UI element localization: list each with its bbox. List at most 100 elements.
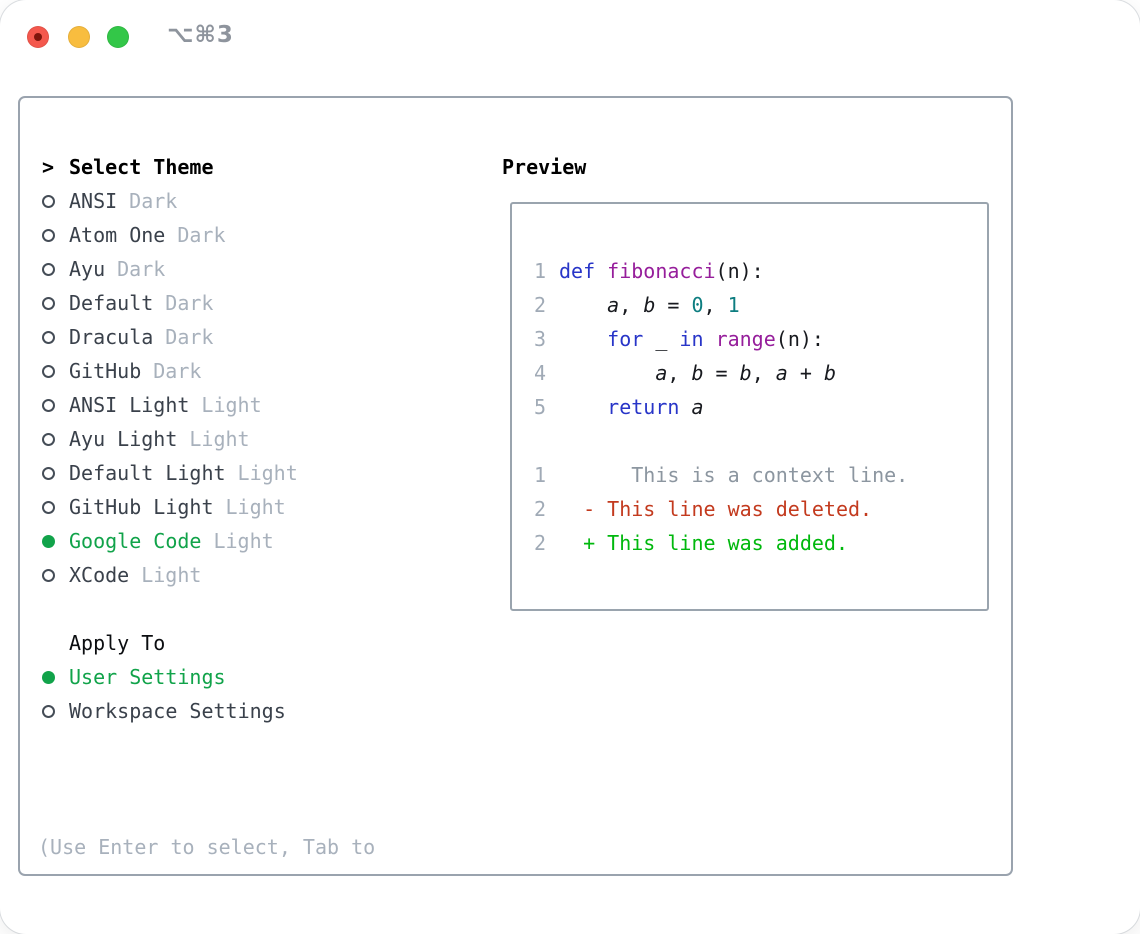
theme-variant: Light [141,563,202,587]
theme-option-xcode[interactable]: XCode Light [42,558,298,592]
code-token-va: a [691,395,704,419]
code-token-va: a [655,361,668,385]
radio-circle [42,330,55,344]
radio-unselected-icon [42,330,69,344]
theme-variant: Dark [117,257,166,281]
radio-unselected-icon [42,398,69,412]
line-number: 4 [533,361,546,385]
theme-name: Google Code [69,529,202,553]
radio-circle [42,500,55,514]
line-number: 2 [533,293,546,317]
radio-circle [42,194,55,208]
code-token-nu: 0 [691,293,704,317]
theme-name: ANSI Light [69,393,190,417]
theme-variant: Light [225,495,286,519]
radio-circle [42,398,55,412]
theme-option-label: GitHub Light Light [69,495,286,519]
apply-option-label: Workspace Settings [69,699,286,723]
radio-circle [42,364,55,378]
code-token-pl: , [703,293,728,317]
theme-variant: Light [237,461,298,485]
theme-variant: Light [189,427,250,451]
theme-name: GitHub Light [69,495,214,519]
code-token-pl [559,395,607,419]
help-text: (Use Enter to select, Tab to change focu… [38,762,375,934]
theme-variant: Light [201,393,262,417]
code-line: 3 for _ in range(n): [532,322,908,356]
line-number: 2 [533,497,546,521]
code-token-pl: (n): [715,259,764,283]
code-token-va: a [607,293,620,317]
code-line: 2 - This line was deleted. [532,492,908,526]
theme-variant: Dark [165,291,214,315]
code-token-va: b [691,361,704,385]
code-token-del: - This line was deleted. [559,497,873,521]
radio-unselected-icon [42,466,69,480]
theme-option-ayu-light[interactable]: Ayu Light Light [42,422,298,456]
line-number: 1 [533,259,546,283]
radio-unselected-icon [42,194,69,208]
radio-selected-icon [42,534,69,548]
minimize-button[interactable] [68,26,90,48]
code-token-kw: return [607,395,692,419]
radio-unselected-icon [42,568,69,582]
code-token-pl: + [787,361,824,385]
line-number: 2 [533,531,546,555]
code-token-ctx: This is a context line. [559,463,909,487]
close-button[interactable] [27,26,49,48]
theme-name: Ayu Light [69,427,178,451]
radio-unselected-icon [42,500,69,514]
apply-to-header: Apply To [42,626,298,660]
code-token-pl [704,327,716,351]
code-line [532,424,908,458]
theme-option-ansi-light[interactable]: ANSI Light Light [42,388,298,422]
radio-unselected-icon [42,228,69,242]
radio-circle [42,670,55,684]
radio-circle [42,466,55,480]
radio-unselected-icon [42,364,69,378]
zoom-button[interactable] [107,26,129,48]
code-token-pl: , [619,293,644,317]
theme-name: Atom One [69,223,166,247]
code-token-pl: = [655,293,692,317]
apply-option-workspace-settings[interactable]: Workspace Settings [42,694,298,728]
theme-option-github-light[interactable]: GitHub Light Light [42,490,298,524]
code-token-nu: 1 [727,293,740,317]
theme-name: ANSI [69,189,118,213]
radio-unselected-icon [42,704,69,718]
titlebar: ⌥⌘3 [0,0,1140,74]
radio-circle [42,568,55,582]
radio-circle [42,228,55,242]
theme-variant: Dark [153,359,202,383]
code-line: 1 This is a context line. [532,458,908,492]
code-token-kw: def [559,259,608,283]
code-token-pl: , [751,361,776,385]
window-title: ⌥⌘3 [167,22,234,48]
theme-name: XCode [69,563,130,587]
code-token-va: b [643,293,656,317]
apply-option-user-settings[interactable]: User Settings [42,660,298,694]
radio-unselected-icon [42,432,69,446]
line-number: 1 [533,463,546,487]
theme-variant: Dark [165,325,214,349]
prompt-glyph: > [42,155,55,179]
code-token-kw: in [679,327,704,351]
preview-title: Preview [502,155,587,179]
